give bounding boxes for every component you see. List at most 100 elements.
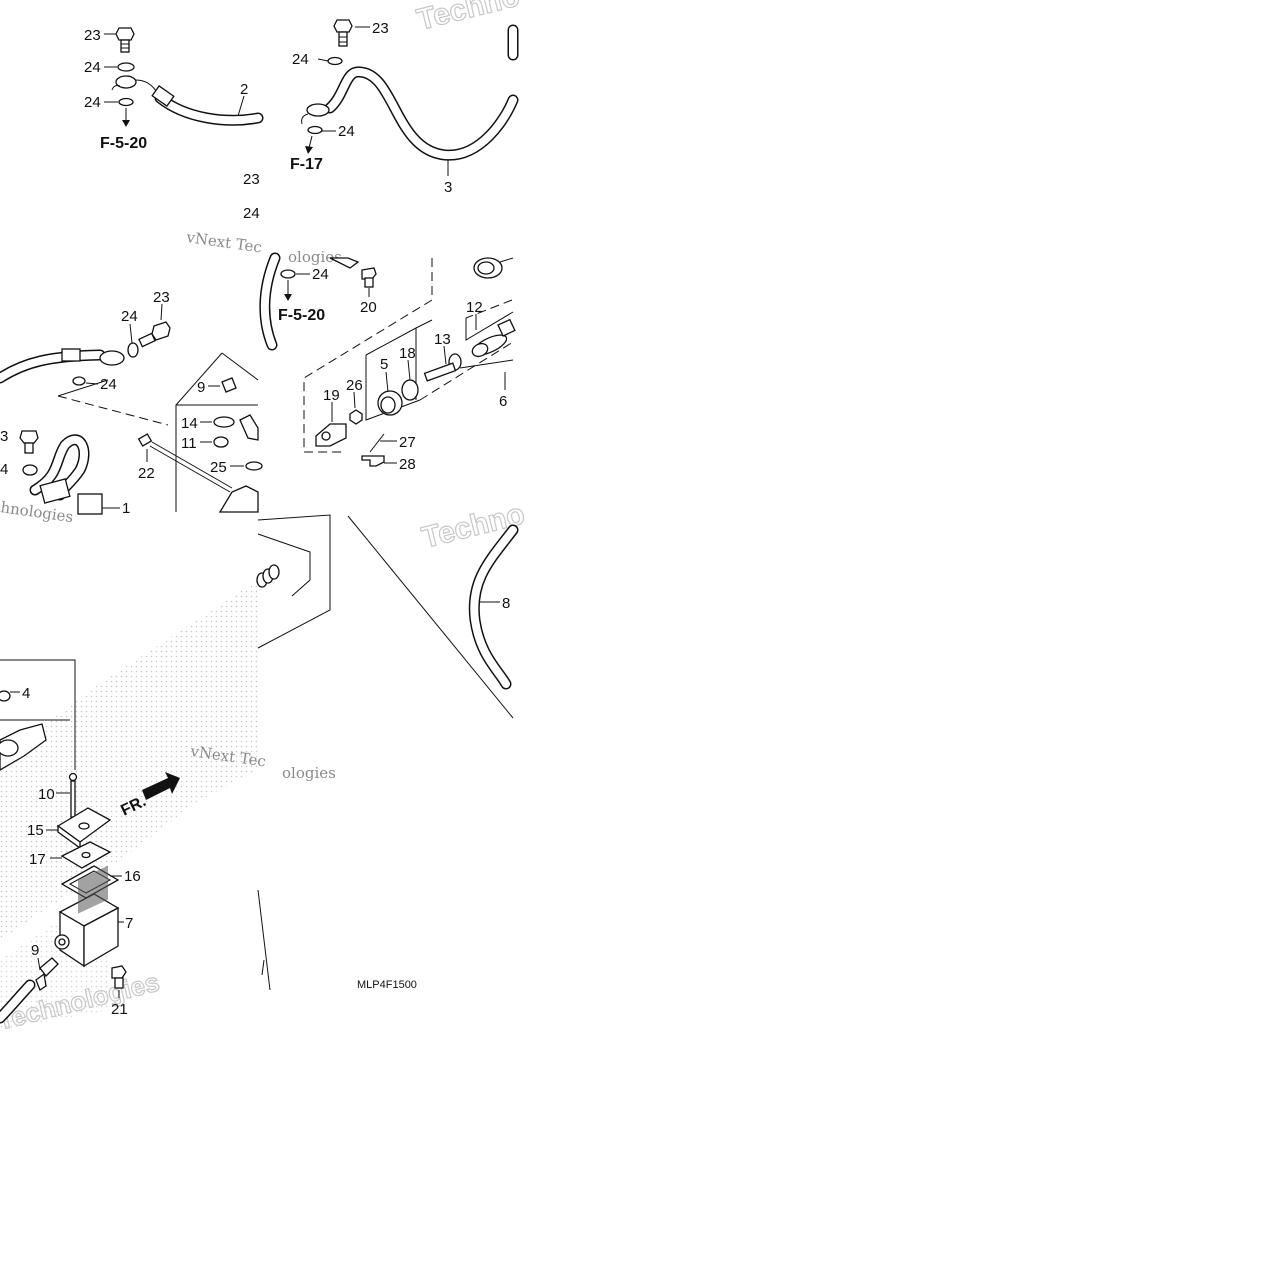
label-24: 24 <box>100 376 117 393</box>
sealing-washer <box>127 342 139 358</box>
screw-10 <box>68 772 78 818</box>
joint-fitting <box>239 414 259 441</box>
label-18: 18 <box>399 345 416 362</box>
label-23: 23 <box>372 20 389 37</box>
pin-27 <box>369 433 385 453</box>
cap-15 <box>56 807 112 850</box>
label-20: 20 <box>360 299 377 316</box>
reservoir-7 <box>54 865 120 968</box>
label-13: 13 <box>434 331 451 348</box>
o-ring-25 <box>245 461 263 471</box>
clamp <box>77 493 103 515</box>
watermark-ologies-1: ologies <box>288 248 342 266</box>
label-23: 23 <box>84 27 101 44</box>
watermark-hnologies: hnologies <box>0 498 74 526</box>
label-14: 14 <box>181 415 198 432</box>
push-rod-12 <box>471 318 516 358</box>
bolt-13 <box>423 353 462 382</box>
bolt-21 <box>111 965 127 989</box>
label-24: 24 <box>121 308 138 325</box>
label-2: 2 <box>240 81 248 98</box>
label-27: 27 <box>399 434 416 451</box>
nut-26 <box>349 409 363 425</box>
banjo-bolt-23 <box>333 19 353 47</box>
label-21: 21 <box>111 1001 128 1018</box>
label-7: 7 <box>125 915 133 932</box>
bleeder-bolt <box>19 430 39 454</box>
ref-f-17: F-17 <box>290 156 323 173</box>
sealing-washer <box>117 62 135 72</box>
label-24: 24 <box>338 123 355 140</box>
cotter-28 <box>361 455 385 467</box>
label-1: 1 <box>122 500 130 517</box>
label-4: 4 <box>22 685 30 702</box>
reservoir-body-partial <box>218 485 259 513</box>
label-22: 22 <box>138 465 155 482</box>
tile-middle-left: 24 23 24 1 3 4 22 <box>0 289 263 517</box>
tile-top-middle: 23 24 24 3 F-17 <box>290 19 519 196</box>
cap-top-right <box>473 257 514 279</box>
diagram-code: MLP4F1500 <box>357 979 417 991</box>
label-6: 6 <box>499 393 507 410</box>
tile-middle-middle: 24 F-5-20 20 12 <box>259 252 516 473</box>
ring-18 <box>401 379 419 401</box>
ref-f-5-20: F-5-20 <box>278 307 325 324</box>
label-24: 24 <box>84 59 101 76</box>
banjo-fitting <box>99 350 125 366</box>
label-9: 9 <box>31 942 39 959</box>
label-17: 17 <box>29 851 46 868</box>
sealing-washer <box>72 376 86 386</box>
label-8: 8 <box>502 595 510 612</box>
label-24-partial: 24 <box>243 205 260 222</box>
label-23: 23 <box>153 289 170 306</box>
label-26: 26 <box>346 377 363 394</box>
o-ring-11 <box>213 436 229 448</box>
label-24: 24 <box>292 51 309 68</box>
spring <box>256 564 280 588</box>
tile-lower-left: 4 <box>0 514 331 991</box>
clevis-19 <box>315 423 347 447</box>
label-3: 3 <box>444 179 452 196</box>
banjo-bolt-23 <box>115 27 135 53</box>
sealing-washer <box>327 56 343 66</box>
clip-9 <box>221 377 237 393</box>
label-28: 28 <box>399 456 416 473</box>
washer-4 <box>0 690 11 702</box>
washer-14 <box>213 416 235 428</box>
bolt-20 <box>361 267 377 288</box>
banjo-fitting <box>111 75 159 95</box>
sealing-washer <box>307 125 323 135</box>
tile-top-left: 23 24 24 2 F-5-20 23 24 <box>84 27 264 222</box>
label-25: 25 <box>210 459 227 476</box>
label-9: 9 <box>197 379 205 396</box>
label-19: 19 <box>323 387 340 404</box>
boot-5 <box>377 390 403 416</box>
tile-bottom-left: 10 15 17 16 7 <box>0 772 180 1024</box>
label-5: 5 <box>380 356 388 373</box>
sealing-washer <box>118 97 134 107</box>
label-12: 12 <box>466 299 483 316</box>
banjo-fitting <box>306 103 330 117</box>
label-23-partial: 23 <box>243 171 260 188</box>
banjo-bolt-23 <box>138 321 171 348</box>
ref-f-5-20: F-5-20 <box>100 135 147 152</box>
label-11: 11 <box>181 435 197 452</box>
bolt-22 <box>137 433 233 493</box>
label-10: 10 <box>38 786 55 803</box>
watermark-ologies-2: ologies <box>282 764 336 782</box>
watermark-vnext-1: vNext Tec <box>184 228 263 257</box>
watermark-techno-top: Techno <box>414 0 523 37</box>
sealing-washer <box>280 269 296 279</box>
label-3-partial: 3 <box>0 428 8 445</box>
halftone-background <box>0 580 258 940</box>
label-24: 24 <box>312 266 329 283</box>
sealing-washer <box>22 464 38 476</box>
bracket-partial <box>0 723 47 771</box>
label-24: 24 <box>84 94 101 111</box>
label-4-partial: 4 <box>0 461 8 478</box>
tile-middle-right: 8 <box>347 515 519 719</box>
hose-fitting-9 <box>35 957 59 991</box>
label-15: 15 <box>27 822 44 839</box>
plate-17 <box>60 841 112 869</box>
